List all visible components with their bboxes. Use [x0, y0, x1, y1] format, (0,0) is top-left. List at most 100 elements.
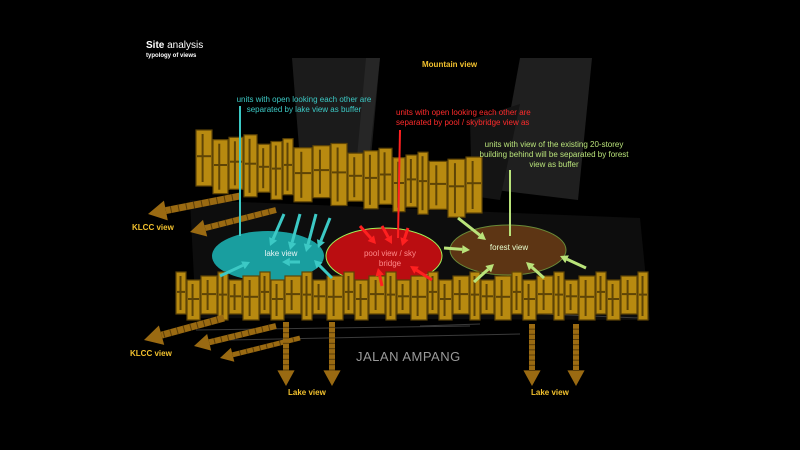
road-name-label: JALAN AMPANG — [356, 349, 461, 364]
klcc-view-arrow-upper-rib — [177, 204, 180, 212]
building-unit — [293, 147, 313, 203]
building-unit-floor — [219, 293, 227, 296]
klcc-view-arrow-lower-3-rib — [292, 337, 295, 343]
lake-view-arrow-up — [318, 264, 334, 280]
forest-view-arrow-head — [461, 245, 470, 254]
lake-buffer-note: units with open looking each other are s… — [236, 95, 372, 114]
lake-view-arrow-down — [319, 217, 332, 242]
building-unit-gap — [368, 154, 371, 205]
lake-view-arrow-up — [219, 263, 244, 278]
building-unit-gap — [389, 276, 392, 316]
lake-view-arrow-down — [271, 213, 286, 240]
building-unit-floor — [345, 290, 353, 293]
klcc-view-arrow-upper-2-rib — [210, 223, 213, 230]
building-unit-gap — [305, 276, 308, 316]
building-unit-floor — [177, 290, 185, 293]
klcc-view-arrow-upper-rib — [185, 202, 188, 211]
building-unit — [312, 145, 331, 199]
building-unit-floor — [639, 293, 647, 296]
lake-view-arrow-up-head — [314, 260, 323, 269]
pool-view-arrow-down — [403, 227, 410, 240]
lake-view-arrow-right-1-head — [523, 370, 541, 386]
building-unit-floor — [449, 185, 464, 188]
klcc-view-arrow-lower-2-rib — [213, 337, 216, 345]
building-unit-floor — [230, 295, 241, 298]
forest-view-arrow — [530, 266, 545, 280]
klcc-view-upper-label: KLCC view — [132, 223, 174, 232]
building-unit-floor — [454, 293, 468, 296]
klcc-view-arrow-upper-rib — [200, 199, 203, 208]
klcc-view-arrow-lower-3-head — [220, 347, 235, 362]
building-unit — [195, 129, 213, 187]
klcc-view-arrow-upper-2-rib — [224, 219, 228, 226]
pool-view-zone-label: pool view / sky bridge — [363, 249, 417, 268]
building-unit-floor — [440, 298, 451, 300]
page-title: Site analysis — [146, 40, 204, 51]
background-tower-left — [292, 58, 380, 168]
klcc-view-arrow-lower-3-rib — [272, 342, 275, 348]
klcc-view-arrow-upper-rib — [208, 198, 211, 206]
klcc-view-arrow-lower-2-rib — [261, 326, 264, 333]
building-unit-floor — [365, 176, 377, 179]
building-unit-floor — [608, 298, 619, 300]
building-unit — [410, 275, 428, 321]
header: Site analysis typology of views — [146, 40, 203, 60]
pool-view-arrow-down — [358, 225, 372, 240]
klcc-view-arrow-upper-rib — [169, 205, 173, 214]
klcc-view-arrow-lower-rib — [175, 327, 179, 335]
building-unit-gap — [263, 276, 266, 310]
klcc-view-arrow-lower-2-rib — [233, 332, 237, 340]
pool-view-arrow-down-head — [400, 237, 409, 246]
building-unit-floor — [387, 293, 395, 296]
building-unit — [447, 158, 466, 218]
building-unit — [494, 275, 512, 321]
building-unit-floor — [419, 180, 427, 183]
building-unit-floor — [197, 155, 211, 158]
klcc-view-arrow-lower-3-rib — [265, 343, 268, 349]
lake-view-arrow-left-1-head — [277, 370, 295, 386]
forest-view-arrow-head — [477, 231, 486, 240]
lake-view-right-label: Lake view — [531, 388, 569, 397]
klcc-view-arrow-lower-3-rib — [252, 347, 255, 353]
building-unit-floor — [284, 163, 292, 166]
building-unit-gap — [179, 276, 182, 310]
lake-view-arrow-right-2-head — [567, 370, 585, 386]
building-unit-gap — [421, 156, 424, 211]
klcc-view-arrow-lower-2-rib — [254, 327, 257, 335]
forest-view-zone-label: forest view — [489, 243, 529, 252]
building-unit-gap — [431, 276, 434, 310]
klcc-view-arrow-lower-rib — [209, 318, 213, 326]
building-unit-floor — [430, 182, 446, 185]
road-line — [229, 333, 521, 341]
building-unit-gap — [201, 134, 204, 182]
building-unit-gap — [233, 141, 236, 186]
lake-view-arrow-left-2-head — [323, 370, 341, 386]
lake-view-zone-label: lake view — [264, 249, 298, 258]
lake-view-zone — [212, 231, 324, 281]
klcc-view-arrow-upper-rib — [231, 193, 234, 202]
pool-note-leader — [397, 129, 401, 239]
building-unit-gap — [221, 276, 224, 316]
building-unit-floor — [597, 290, 605, 293]
klcc-view-arrow-lower-3-rib — [238, 350, 242, 356]
building-unit-gap — [262, 148, 265, 189]
background-tower-left-edge — [356, 58, 380, 168]
lake-view-arrow-down — [306, 213, 318, 245]
lake-view-left-label: Lake view — [288, 388, 326, 397]
building-unit-gap — [286, 142, 289, 191]
lake-view-arrow-up-head — [282, 257, 290, 267]
building-unit-floor — [272, 167, 281, 170]
klcc-view-arrow-lower-2-rib — [247, 329, 250, 336]
building-unit — [578, 275, 596, 321]
klcc-view-arrow-upper-rib — [215, 196, 219, 205]
building-unit-floor — [272, 298, 283, 300]
building-unit-gap — [584, 280, 587, 316]
view-arrows — [144, 106, 587, 386]
building-unit-gap — [515, 276, 518, 310]
lake-view-arrow-down-head — [303, 243, 313, 252]
building-unit-floor — [259, 165, 269, 168]
klcc-view-lower-label: KLCC view — [130, 349, 172, 358]
building-unit-gap — [300, 151, 303, 198]
road-line — [419, 323, 481, 327]
